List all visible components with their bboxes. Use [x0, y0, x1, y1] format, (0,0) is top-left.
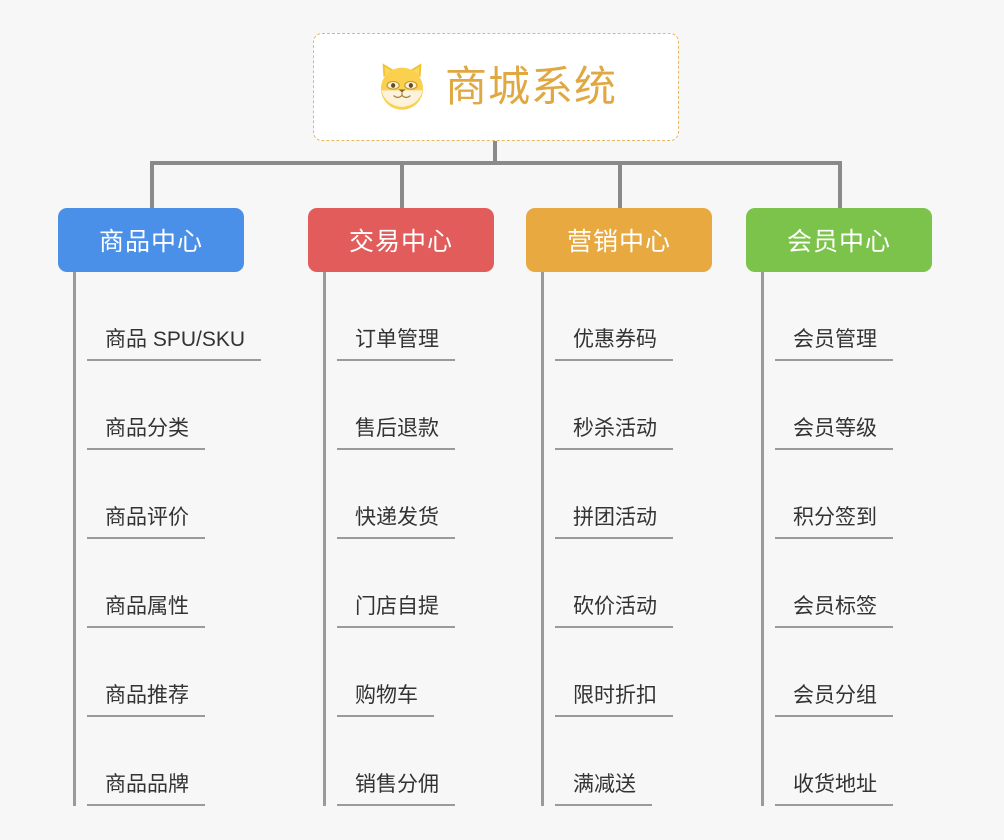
leaf-label: 会员管理: [775, 329, 893, 361]
leaf-item[interactable]: 快递发货: [323, 450, 494, 539]
leaf-label: 商品 SPU/SKU: [87, 329, 262, 361]
leaf-item[interactable]: 销售分佣: [323, 717, 494, 806]
leaf-item[interactable]: 门店自提: [323, 539, 494, 628]
leaf-label: 会员分组: [775, 685, 893, 717]
leaf-label: 商品推荐: [87, 685, 205, 717]
leaf-item[interactable]: 秒杀活动: [541, 361, 712, 450]
leaf-item[interactable]: 拼团活动: [541, 450, 712, 539]
root-node[interactable]: 商城系统: [313, 33, 679, 141]
leaf-item[interactable]: 积分签到: [761, 450, 932, 539]
branch-header-4[interactable]: 会员中心: [746, 208, 932, 272]
leaf-label: 门店自提: [337, 596, 455, 628]
leaf-item[interactable]: 收货地址: [761, 717, 932, 806]
shiba-dog-face-icon: [375, 60, 429, 114]
connector-drop-4: [838, 161, 842, 209]
leaf-label: 限时折扣: [555, 685, 673, 717]
branch-body-1: 商品 SPU/SKU 商品分类 商品评价 商品属性 商品推荐 商品品牌: [73, 272, 262, 806]
branch-header-label: 会员中心: [786, 228, 891, 256]
leaf-label: 快递发货: [337, 507, 455, 539]
leaf-item[interactable]: 售后退款: [323, 361, 494, 450]
branch-column-3: 营销中心 优惠券码 秒杀活动 拼团活动 砍价活动 限时折扣 满减送: [526, 208, 712, 806]
connector-drop-1: [150, 161, 154, 209]
leaf-label: 购物车: [337, 685, 434, 717]
leaf-label: 会员标签: [775, 596, 893, 628]
leaf-item[interactable]: 订单管理: [323, 272, 494, 361]
branch-header-label: 营销中心: [566, 228, 671, 256]
leaf-label: 售后退款: [337, 418, 455, 450]
leaf-item[interactable]: 商品分类: [73, 361, 244, 450]
leaf-label: 商品评价: [87, 507, 205, 539]
leaf-label: 销售分佣: [337, 774, 455, 806]
leaf-label: 秒杀活动: [555, 418, 673, 450]
leaf-label: 砍价活动: [555, 596, 673, 628]
leaf-item[interactable]: 购物车: [323, 628, 494, 717]
leaf-item[interactable]: 商品品牌: [73, 717, 244, 806]
branch-header-3[interactable]: 营销中心: [526, 208, 712, 272]
leaf-item[interactable]: 会员分组: [761, 628, 932, 717]
connector-horizontal-bar: [150, 161, 842, 165]
branch-header-1[interactable]: 商品中心: [58, 208, 244, 272]
leaf-item[interactable]: 会员管理: [761, 272, 932, 361]
branch-body-4: 会员管理 会员等级 积分签到 会员标签 会员分组 收货地址: [761, 272, 932, 806]
branch-body-2: 订单管理 售后退款 快递发货 门店自提 购物车 销售分佣: [323, 272, 494, 806]
leaf-item[interactable]: 商品 SPU/SKU: [73, 272, 262, 361]
leaf-item[interactable]: 满减送: [541, 717, 712, 806]
branch-column-1: 商品中心 商品 SPU/SKU 商品分类 商品评价 商品属性 商品推荐 商品品牌: [58, 208, 262, 806]
leaf-label: 会员等级: [775, 418, 893, 450]
leaf-label: 商品分类: [87, 418, 205, 450]
leaf-item[interactable]: 会员标签: [761, 539, 932, 628]
root-title: 商城系统: [444, 63, 617, 110]
branch-header-label: 商品中心: [98, 228, 203, 256]
connector-drop-2: [400, 161, 404, 209]
leaf-label: 拼团活动: [555, 507, 673, 539]
leaf-label: 订单管理: [337, 329, 455, 361]
branch-header-label: 交易中心: [348, 228, 453, 256]
branch-body-3: 优惠券码 秒杀活动 拼团活动 砍价活动 限时折扣 满减送: [541, 272, 712, 806]
branch-column-4: 会员中心 会员管理 会员等级 积分签到 会员标签 会员分组 收货地址: [746, 208, 932, 806]
leaf-label: 满减送: [555, 774, 652, 806]
branch-header-2[interactable]: 交易中心: [308, 208, 494, 272]
leaf-label: 积分签到: [775, 507, 893, 539]
leaf-item[interactable]: 商品评价: [73, 450, 244, 539]
branch-trunk-2: [323, 272, 326, 806]
leaf-label: 商品品牌: [87, 774, 205, 806]
branch-trunk-3: [541, 272, 544, 806]
leaf-item[interactable]: 商品属性: [73, 539, 244, 628]
leaf-item[interactable]: 砍价活动: [541, 539, 712, 628]
leaf-label: 商品属性: [87, 596, 205, 628]
leaf-item[interactable]: 限时折扣: [541, 628, 712, 717]
branch-column-2: 交易中心 订单管理 售后退款 快递发货 门店自提 购物车 销售分佣: [308, 208, 494, 806]
connector-drop-3: [618, 161, 622, 209]
branch-trunk-1: [73, 272, 76, 806]
leaf-item[interactable]: 优惠券码: [541, 272, 712, 361]
branch-trunk-4: [761, 272, 764, 806]
connector-root-drop: [493, 141, 497, 165]
leaf-item[interactable]: 会员等级: [761, 361, 932, 450]
leaf-item[interactable]: 商品推荐: [73, 628, 244, 717]
leaf-label: 收货地址: [775, 774, 893, 806]
leaf-label: 优惠券码: [555, 329, 673, 361]
